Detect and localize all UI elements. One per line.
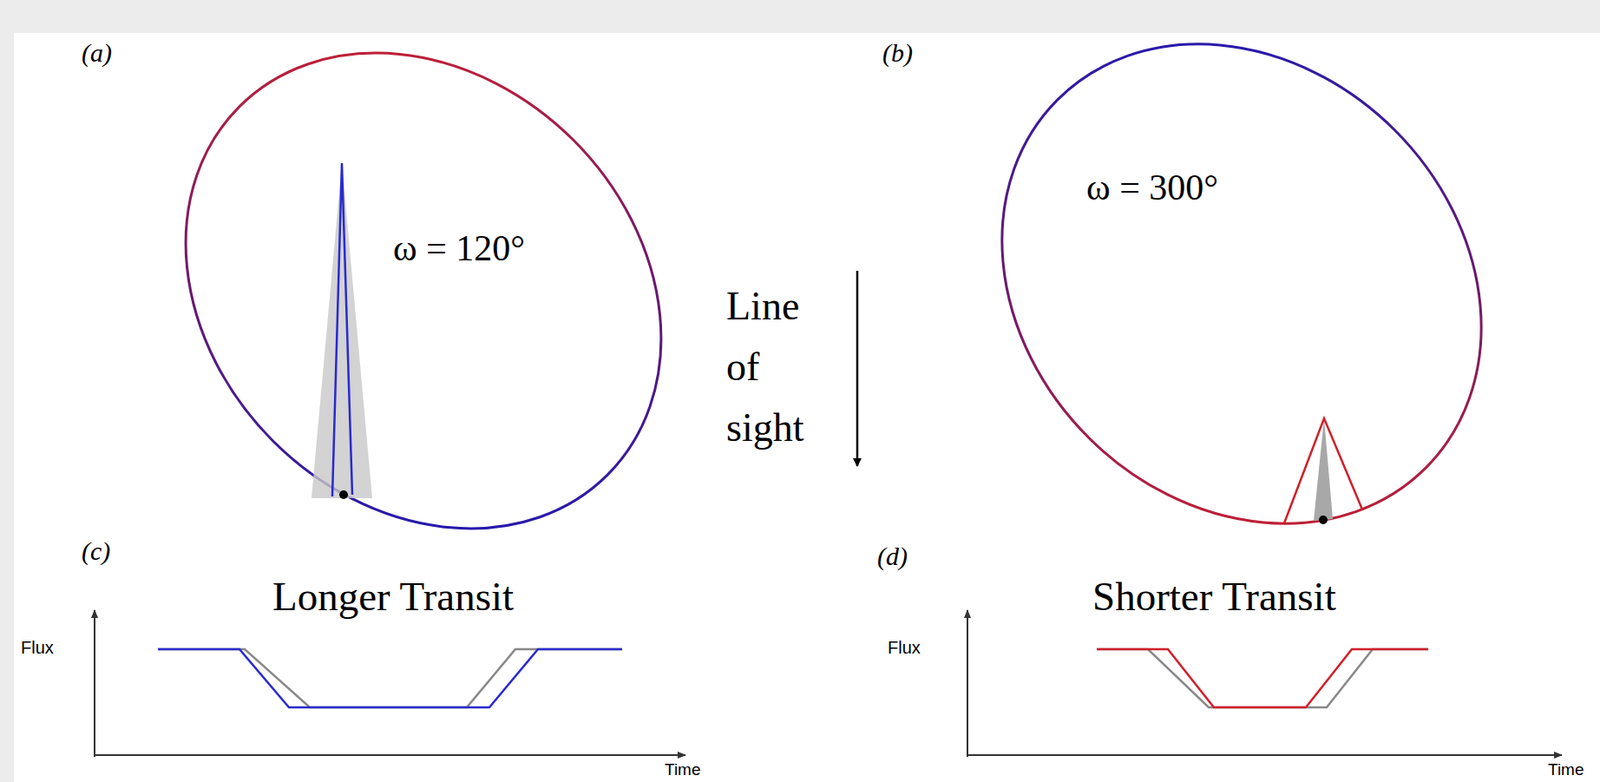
shadow-cone bbox=[311, 163, 373, 499]
omega-label: ω = 300° bbox=[1086, 166, 1219, 209]
reference-curve bbox=[157, 649, 623, 708]
star-dot bbox=[339, 490, 348, 499]
axis-label: Time bbox=[664, 760, 702, 780]
axis-label: Time bbox=[1547, 760, 1585, 780]
time-axis bbox=[967, 754, 1562, 756]
flux-axis bbox=[966, 609, 969, 757]
panel-letter: (a) bbox=[81, 38, 112, 69]
light-curve bbox=[1096, 649, 1429, 708]
omega-label: ω = 120° bbox=[393, 227, 525, 269]
orbit-ellipse bbox=[89, 0, 759, 625]
axis-label: Flux bbox=[20, 637, 54, 658]
panel-letter: (d) bbox=[877, 541, 908, 572]
transit-chord bbox=[332, 163, 353, 497]
time-axis bbox=[94, 754, 686, 756]
transit-label: Shorter Transit bbox=[1092, 572, 1337, 620]
transit-chord bbox=[1284, 418, 1363, 524]
sight-arrow bbox=[856, 270, 860, 466]
figure-ground bbox=[13, 32, 1600, 782]
star-dot bbox=[1318, 515, 1328, 525]
reference-curve bbox=[1096, 649, 1429, 708]
panel-letter: (b) bbox=[882, 38, 913, 69]
light-curve bbox=[157, 649, 623, 708]
orbit-ellipse bbox=[904, 0, 1580, 622]
transit-label: Longer Transit bbox=[272, 572, 514, 620]
axis-label: Flux bbox=[887, 637, 921, 658]
panel-letter: (c) bbox=[81, 536, 111, 567]
flux-axis bbox=[93, 609, 96, 757]
sight-label: Line of sight bbox=[726, 275, 827, 459]
